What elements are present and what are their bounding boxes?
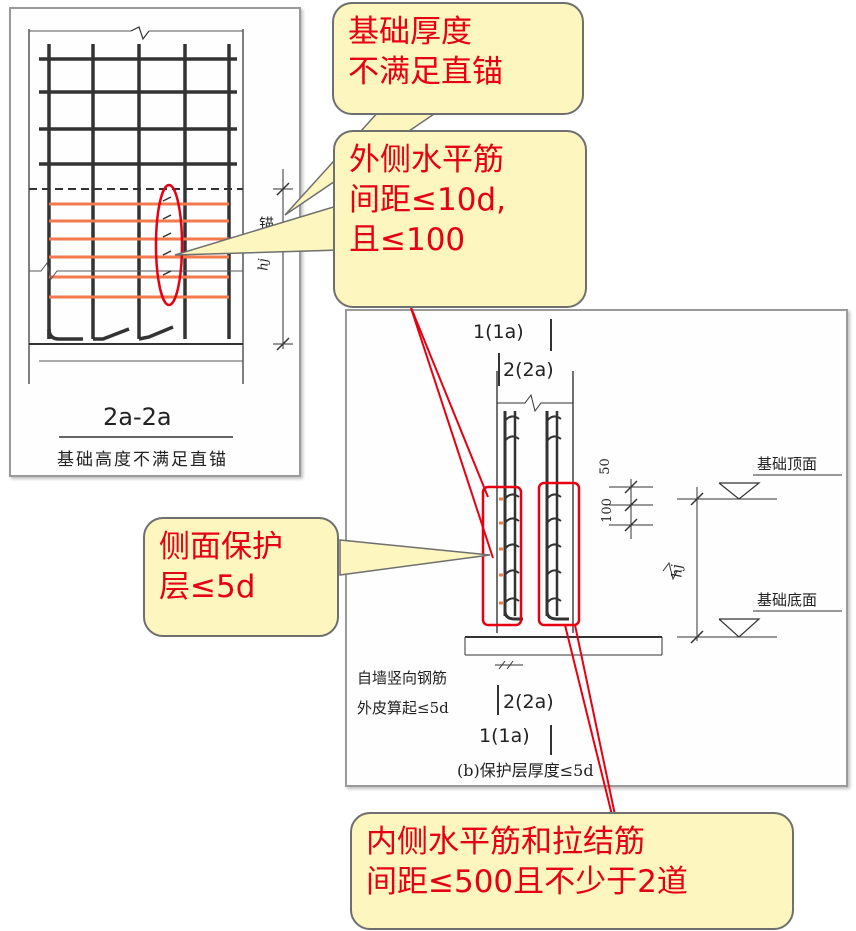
dim-50: 50 bbox=[597, 458, 613, 475]
callout-outer-line-2: 间距≤10d, bbox=[349, 182, 506, 218]
section-title: 2a-2a bbox=[103, 403, 172, 431]
dim-label-anchor: 锚 bbox=[259, 215, 275, 233]
callout-foundation-line-1: 基础厚度 bbox=[348, 14, 472, 50]
left-caption: 基础高度不满足直锚 bbox=[57, 450, 228, 470]
dim-100: 100 bbox=[599, 498, 615, 523]
callout-outer-bars: 外侧水平筋 间距≤10d, 且≤100 bbox=[333, 130, 587, 308]
callout-cover-line-1: 侧面保护 bbox=[159, 529, 283, 565]
bar-mark-top-1: 1(1a) bbox=[473, 321, 524, 343]
right-caption: (b)保护层厚度≤5d bbox=[457, 761, 594, 780]
callout-cover-line-2: 层≤5d bbox=[159, 569, 256, 605]
dim-hj: hj bbox=[669, 564, 686, 578]
label-foundation-top: 基础顶面 bbox=[757, 455, 818, 473]
callout-inner-line-2: 间距≤500且不少于2道 bbox=[366, 864, 688, 900]
bar-mark-bottom-1: 1(1a) bbox=[479, 725, 530, 747]
left-rebar-drawing bbox=[28, 26, 293, 438]
right-drawing-panel: 1(1a) 2(2a) 50 100 hj 基础顶面 基础底面 自墙竖向钢筋 外… bbox=[345, 309, 848, 787]
callout-inner-bars: 内侧水平筋和拉结筋 间距≤500且不少于2道 bbox=[350, 812, 794, 930]
right-rebar-drawing bbox=[464, 319, 842, 755]
note-line-1: 自墙竖向钢筋 bbox=[357, 669, 448, 687]
label-foundation-bottom: 基础底面 bbox=[757, 591, 818, 609]
callout-foundation-line-2: 不满足直锚 bbox=[348, 54, 503, 90]
callout-inner-line-1: 内侧水平筋和拉结筋 bbox=[366, 824, 645, 860]
callout-outer-line-3: 且≤100 bbox=[349, 222, 466, 258]
bar-mark-top-2: 2(2a) bbox=[503, 359, 554, 381]
bar-mark-bottom-2: 2(2a) bbox=[503, 691, 554, 713]
callout-foundation-thickness: 基础厚度 不满足直锚 bbox=[332, 2, 584, 115]
left-drawing-panel: 锚 hj 2a-2a 基础高度不满足直锚 bbox=[9, 7, 301, 477]
note-line-2: 外皮算起≤5d bbox=[357, 699, 449, 717]
callout-outer-line-1: 外侧水平筋 bbox=[349, 142, 504, 178]
callout-side-cover: 侧面保护 层≤5d bbox=[143, 517, 339, 637]
dim-label-hj: hj bbox=[256, 258, 272, 271]
